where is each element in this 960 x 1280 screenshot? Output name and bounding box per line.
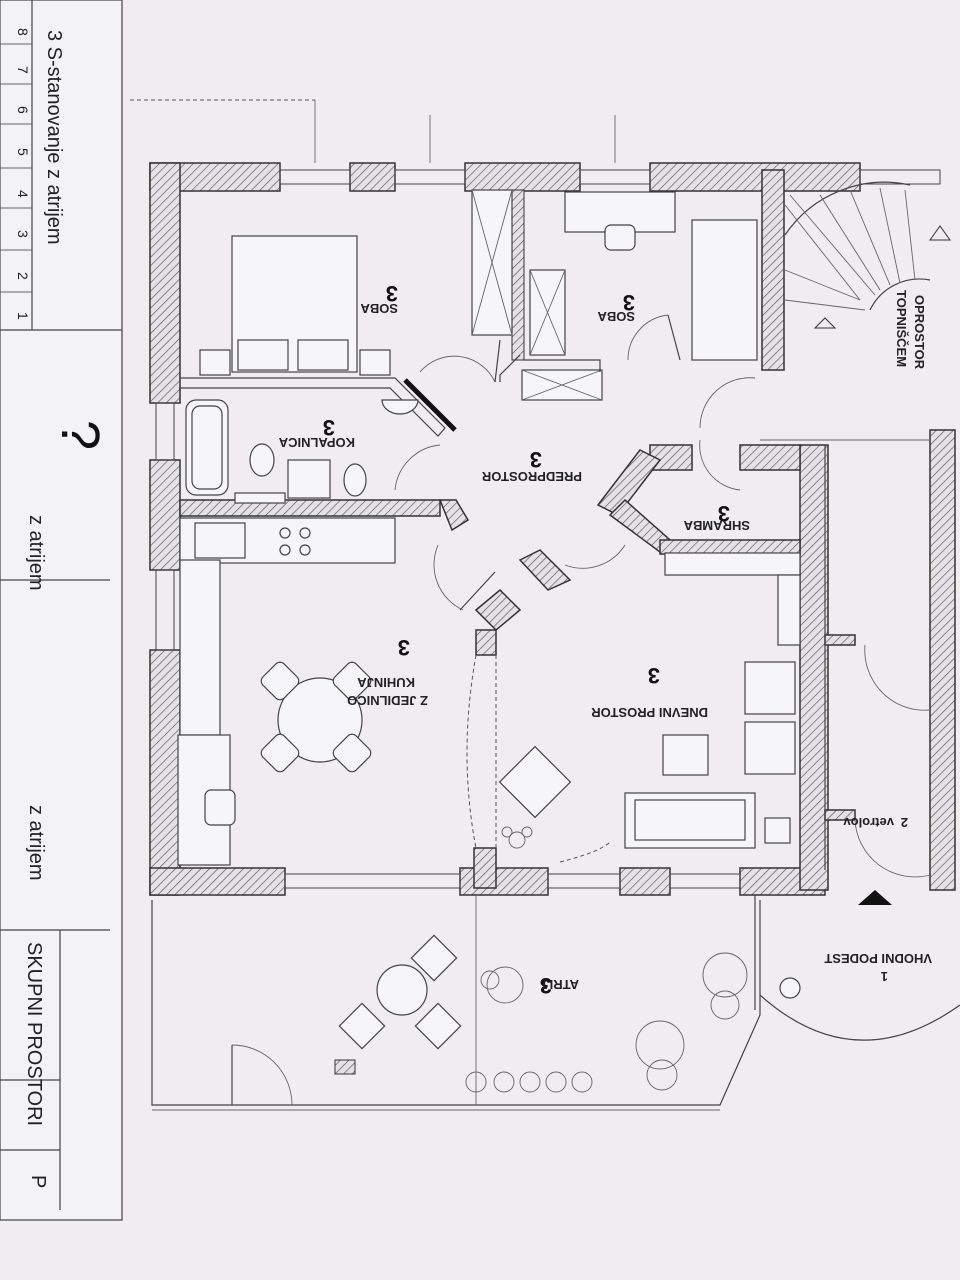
kitchen-sink-icon — [194, 522, 246, 559]
row-num-8: 8 — [15, 28, 31, 36]
row-num-4: 4 — [15, 190, 31, 198]
furniture — [177, 189, 801, 1093]
row-num-2: 2 — [15, 272, 31, 280]
svg-text:3: 3 — [323, 415, 335, 440]
svg-text:TOPNIŠČEM: TOPNIŠČEM — [894, 290, 909, 367]
plant-icon — [501, 826, 533, 849]
doors — [231, 314, 931, 1106]
room-kuhinja: 3 KUHINJA Z JEDILNICO — [347, 635, 428, 708]
svg-text:OPROSTOR: OPROSTOR — [912, 295, 927, 370]
side-table: 8 7 6 5 4 3 2 1 3 S-stanovanje z atrijem… — [0, 0, 123, 1221]
svg-text:SHRAMBA: SHRAMBA — [683, 518, 750, 533]
room-shramba: 3 SHRAMBA — [683, 501, 750, 533]
svg-text:ATRIJ: ATRIJ — [542, 977, 579, 992]
svg-text:KOPALNICA: KOPALNICA — [278, 435, 355, 450]
row-numbers: 8 7 6 5 4 3 2 1 — [0, 28, 32, 320]
room-stair-label: OPROSTOR TOPNIŠČEM — [894, 290, 927, 370]
patio-furniture-icon — [334, 934, 462, 1075]
room-vhodni-podest: 1 VHODNI PODEST — [824, 951, 932, 984]
svg-text:SOBA: SOBA — [597, 309, 635, 324]
room-kopalnica: 3 KOPALNICA — [278, 415, 355, 450]
svg-text:Z JEDILNICO: Z JEDILNICO — [347, 693, 428, 708]
svg-text:SOBA: SOBA — [360, 301, 398, 316]
svg-text:3: 3 — [623, 290, 635, 315]
interior-lines — [130, 99, 960, 1111]
svg-text:2: 2 — [901, 815, 908, 830]
svg-text:3: 3 — [398, 635, 410, 660]
sink-icon — [381, 399, 419, 415]
room-predprostor: 3 PREDPROSTOR — [481, 447, 582, 484]
row-num-3: 3 — [15, 230, 31, 238]
svg-text:1: 1 — [881, 969, 888, 984]
side-bottom-letter: P — [27, 1175, 49, 1188]
row-num-5: 5 — [15, 148, 31, 156]
side-z-atrijem-2: z atrijem — [25, 805, 47, 881]
dining-table-icon — [260, 661, 372, 773]
room-soba-left: 3 SOBA — [360, 281, 398, 316]
row-num-1: 1 — [15, 312, 31, 320]
svg-text:PREDPROSTOR: PREDPROSTOR — [481, 469, 582, 484]
bidet-icon — [343, 463, 367, 497]
svg-text:3: 3 — [718, 501, 730, 526]
toilet-icon — [249, 443, 275, 477]
room-labels: 3 SOBA 3 SOBA 3 KOPALNICA 3 PREDPROSTOR … — [278, 281, 932, 998]
svg-text:3: 3 — [648, 663, 660, 688]
svg-text:vetrolov: vetrolov — [843, 815, 894, 830]
side-z-atrijem-1: z atrijem — [25, 515, 47, 591]
row-num-7: 7 — [15, 66, 31, 74]
walls — [149, 162, 956, 896]
handwritten-question-mark: ? — [50, 420, 110, 450]
svg-text:3: 3 — [386, 281, 398, 306]
side-heading: 3 S-stanovanje z atrijem — [43, 30, 65, 245]
staircase-icon — [784, 181, 951, 329]
room-soba-right: 3 SOBA — [597, 290, 635, 324]
room-vetrolov: 2 vetrolov — [843, 815, 908, 830]
side-skupni-prostori: SKUPNI PROSTORI — [23, 942, 45, 1126]
svg-text:KUHINJA: KUHINJA — [357, 675, 415, 690]
room-atrij: 3 ATRIJ — [540, 973, 579, 998]
svg-text:3: 3 — [530, 447, 542, 472]
row-num-6: 6 — [15, 106, 31, 114]
room-dnevni-prostor: 3 DNEVNI PROSTOR — [591, 663, 708, 720]
svg-text:VHODNI PODEST: VHODNI PODEST — [824, 951, 932, 966]
svg-text:3: 3 — [540, 973, 552, 998]
svg-text:DNEVNI PROSTOR: DNEVNI PROSTOR — [591, 705, 708, 720]
planters-icon — [465, 952, 748, 1093]
armchair-icon — [498, 745, 572, 819]
